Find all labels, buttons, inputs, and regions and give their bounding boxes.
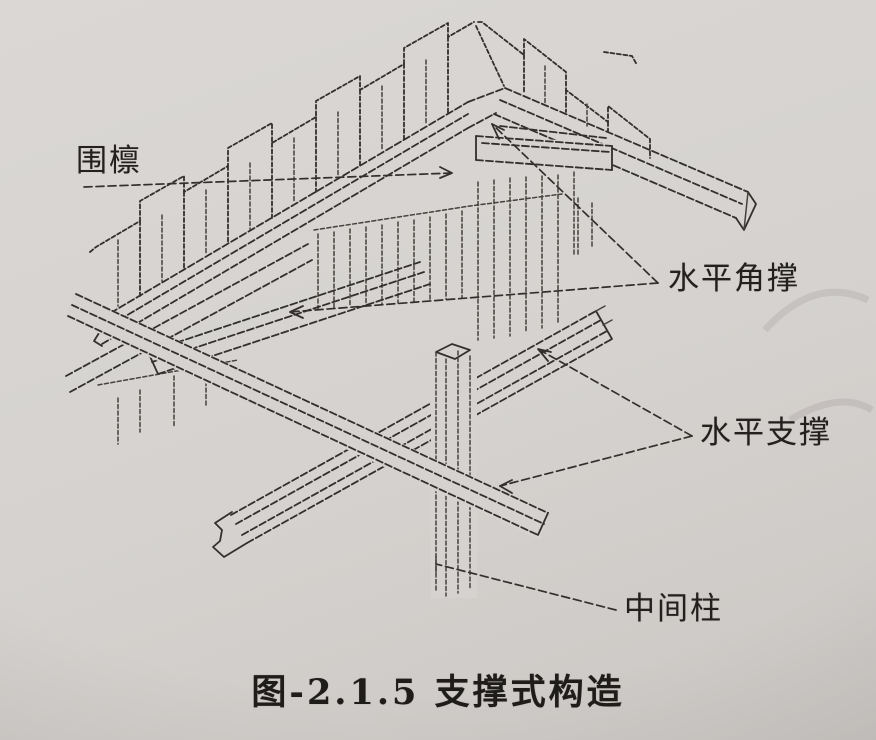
label-waler: 围檩	[76, 143, 142, 179]
label-corner-brace: 水平角撑	[668, 261, 800, 297]
leader-waler	[83, 166, 453, 188]
leader-lines	[83, 123, 693, 611]
figure-caption: 图-2.1.5 支撑式构造	[251, 672, 625, 713]
label-middle-column: 中间柱	[624, 591, 723, 627]
paper-watermark	[762, 288, 874, 424]
leader-corner-brace	[289, 123, 659, 319]
left-sheet-pile-wall	[89, 21, 475, 307]
corner-lower-wall-band	[313, 171, 575, 341]
leader-horizontal-strut	[499, 348, 693, 494]
right-waler-beam	[493, 87, 757, 231]
right-sheet-pile-wall	[475, 21, 651, 255]
leader-middle-column	[435, 555, 617, 611]
left-waler-beam	[93, 87, 506, 347]
label-horizontal-strut: 水平支撑	[700, 415, 832, 451]
horizontal-strut-a	[212, 305, 614, 558]
horizontal-strut-b	[66, 292, 550, 540]
